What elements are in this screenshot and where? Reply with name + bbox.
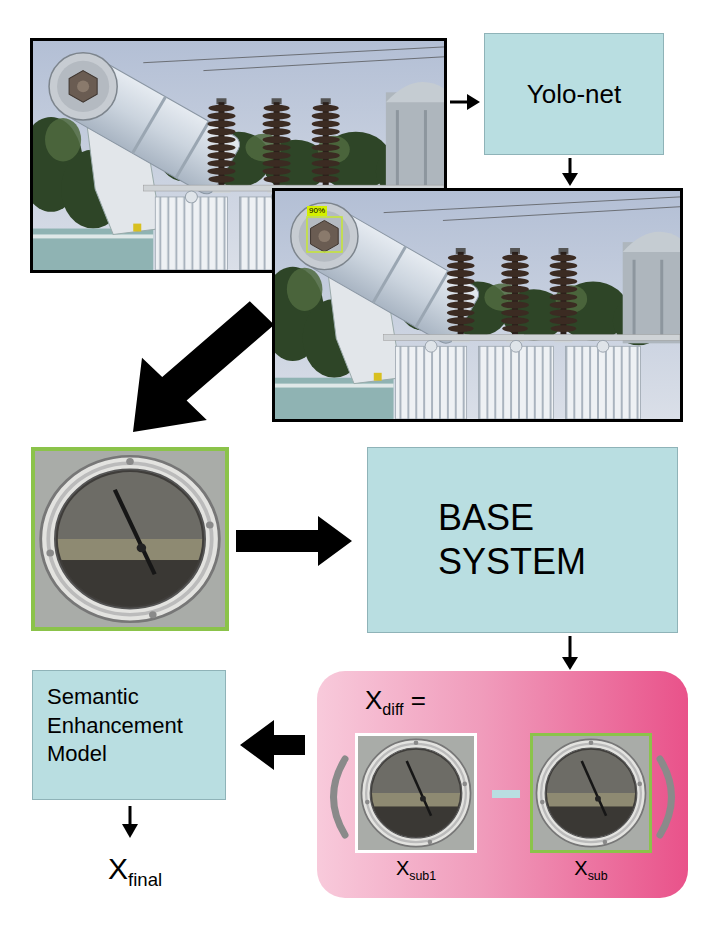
- node-text: Semantic Enhancement Model: [47, 683, 215, 769]
- node-text: Yolo-net: [527, 79, 621, 110]
- process-box: Yolo-net: [484, 33, 664, 155]
- image-frame: Xsub1: [350, 733, 482, 883]
- image-border: [355, 733, 477, 853]
- connector: [562, 636, 578, 670]
- symbol-letter: X: [396, 857, 409, 879]
- arrow-line: [569, 158, 572, 175]
- minus-sign: [492, 790, 520, 798]
- gauge-crop: [35, 451, 225, 627]
- arrow-head: [562, 173, 578, 186]
- detection-box: [307, 217, 342, 252]
- label-holder: 90%: [307, 206, 327, 216]
- connector: [240, 720, 305, 770]
- bracket: [334, 759, 346, 835]
- output-label: Xfinal: [108, 852, 162, 891]
- big-arrow: [133, 301, 274, 432]
- gauge-image: [358, 736, 474, 850]
- symbol-letter: X: [574, 857, 587, 879]
- connector-line: [569, 636, 572, 660]
- symbol-subscript: sub: [588, 869, 608, 883]
- confidence-tag: 90%: [307, 206, 327, 216]
- node-text: Xsub: [525, 857, 657, 883]
- bracket: [660, 759, 672, 835]
- arrow-head: [562, 657, 578, 670]
- substation-photo: [261, 191, 680, 419]
- node-text: Xsub1: [350, 857, 482, 883]
- symbol-subscript: diff: [382, 700, 403, 718]
- symbol-subscript: sub1: [409, 869, 436, 883]
- arrow-head: [467, 94, 480, 110]
- image-frame: Xsub: [525, 733, 657, 883]
- big-arrow: [240, 720, 305, 770]
- label-holder: Xfinal: [108, 852, 162, 891]
- symbol-subscript: final: [128, 869, 162, 890]
- crop-frame: [31, 447, 229, 631]
- process-box: BASE SYSTEM: [367, 447, 678, 633]
- image-border: [530, 733, 652, 853]
- gauge-image: [533, 736, 649, 850]
- process-box: Semantic Enhancement Model: [32, 670, 226, 800]
- symbol-letter: X: [365, 685, 382, 715]
- symbol-letter: X: [108, 852, 128, 885]
- symbol-rest: =: [404, 685, 426, 715]
- gauge-image: [533, 736, 649, 850]
- node-text: Xdiff =: [365, 685, 688, 719]
- difference-panel: Xdiff =Xsub1Xsub: [317, 671, 688, 898]
- arrow-line: [129, 806, 132, 826]
- node-text: BASE SYSTEM: [438, 496, 638, 584]
- big-arrow: [236, 516, 352, 566]
- arrow-head: [122, 824, 138, 838]
- gauge-image: [358, 736, 474, 850]
